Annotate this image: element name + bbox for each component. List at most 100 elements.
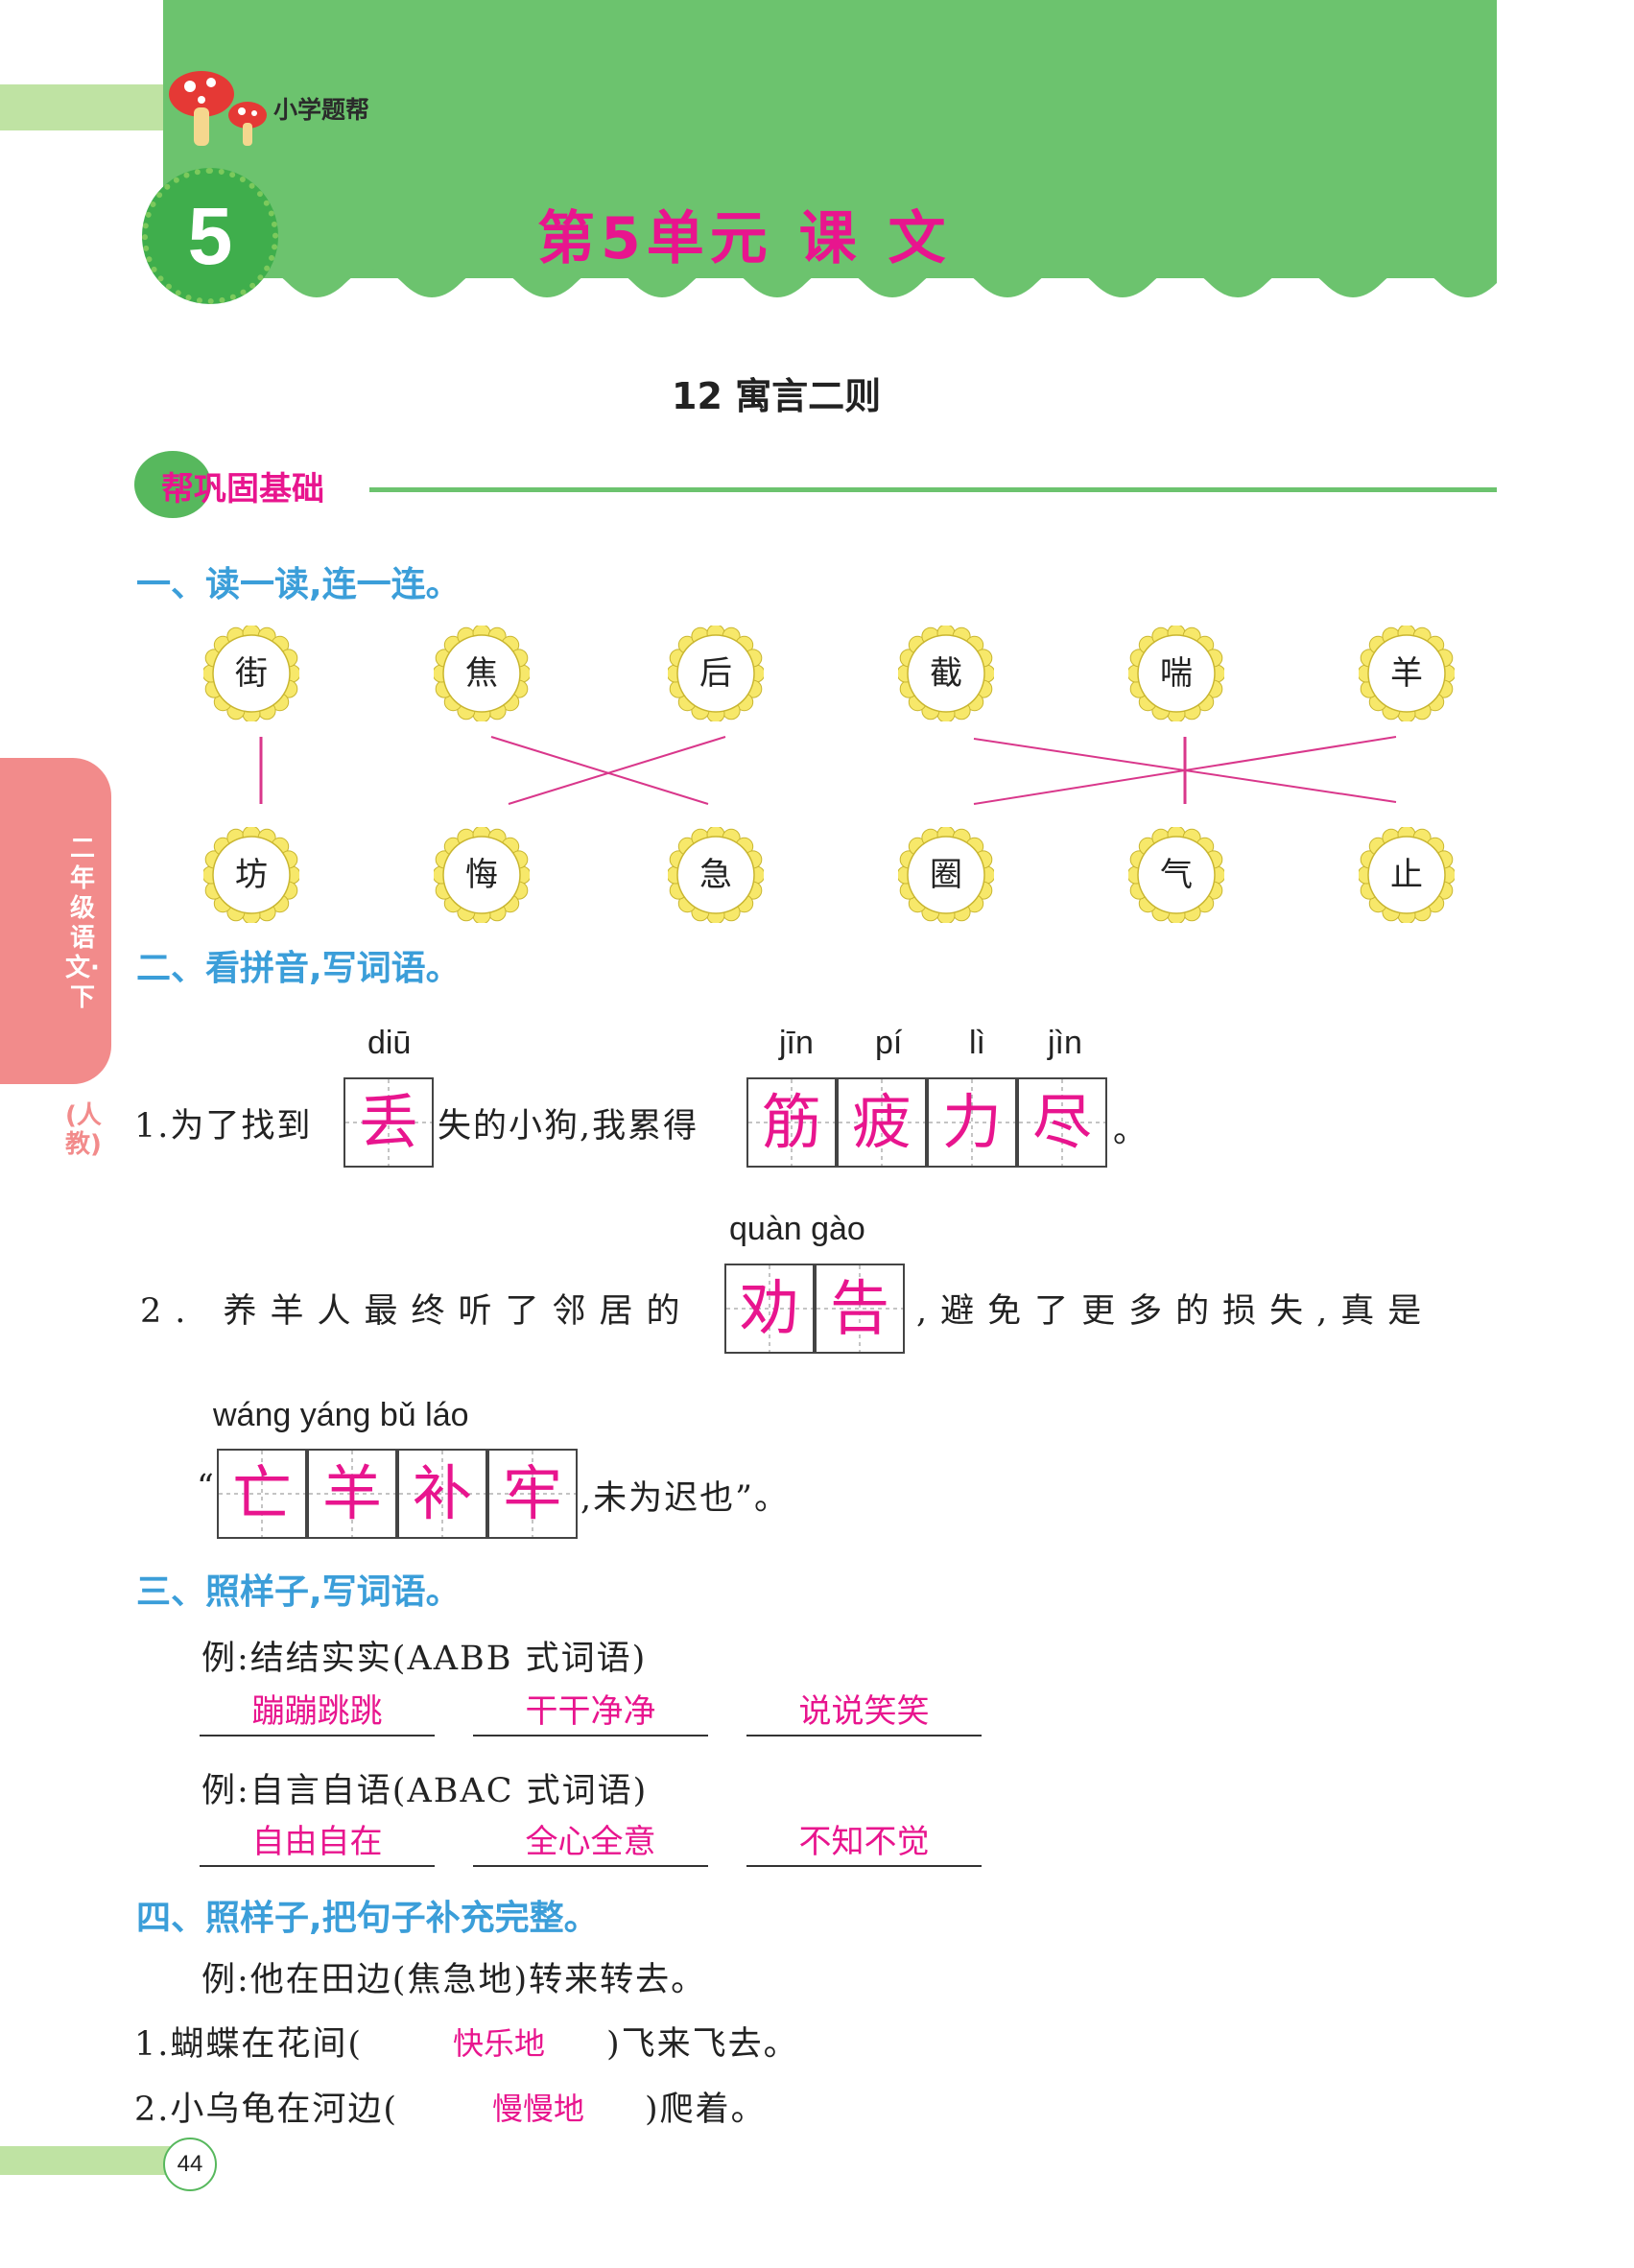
pinyin-wangyangbulao: wáng yáng bǔ láo	[213, 1397, 469, 1433]
flower-top[interactable]: 焦	[434, 626, 530, 721]
mushroom-icon	[169, 71, 267, 146]
pinyin-syllable: jìn	[1048, 1025, 1082, 1061]
guide-lines	[748, 1079, 835, 1166]
unit-badge	[142, 168, 278, 304]
q4-item1-suffix: )飞来飞去。	[606, 2025, 799, 2064]
flower-character: 悔	[465, 856, 498, 894]
written-character: 告	[829, 1273, 889, 1343]
header-band	[163, 0, 1497, 278]
flower-frame-icon	[203, 827, 299, 923]
flower-frame-icon	[898, 626, 994, 721]
flower-character: 坊	[235, 856, 268, 894]
written-character: 尽	[1031, 1087, 1092, 1157]
flower-top[interactable]: 街	[203, 626, 299, 721]
writing-cell[interactable]: 力	[927, 1077, 1017, 1168]
brand-name: 小学题帮	[273, 96, 370, 124]
q4-item2-suffix: )爬着。	[645, 2091, 767, 2129]
page-number: 44	[163, 2138, 217, 2191]
side-tab-label: 二年级语文·下	[65, 835, 100, 1012]
pinyin-syllable: jīn	[779, 1025, 814, 1061]
q2-item1-middle: 失的小狗,我累得	[438, 1107, 699, 1146]
q4-item1-answer[interactable]: 快乐地	[453, 2025, 546, 2062]
flower-character: 急	[699, 856, 732, 894]
flower-bottom[interactable]: 急	[668, 827, 764, 923]
flower-top[interactable]: 截	[898, 626, 994, 721]
flower-character: 截	[930, 654, 962, 693]
flower-frame-icon	[668, 827, 764, 923]
q2-item1-prefix: 1.为了找到	[134, 1107, 313, 1146]
written-character: 补	[412, 1458, 472, 1528]
q2-item1-suffix: 。	[1113, 1112, 1149, 1150]
flower-bottom[interactable]: 圈	[898, 827, 994, 923]
q3-answer[interactable]: 全心全意	[473, 1819, 708, 1867]
flower-character: 羊	[1390, 654, 1423, 693]
writing-cell[interactable]: 尽	[1017, 1077, 1107, 1168]
q3-example1: 例:结结实实(AABB 式词语)	[201, 1640, 648, 1678]
guide-lines	[399, 1451, 485, 1537]
q4-item2-answer[interactable]: 慢慢地	[492, 2091, 585, 2127]
q3-answer[interactable]: 不知不觉	[746, 1819, 982, 1867]
pinyin-diu: diū	[367, 1025, 412, 1061]
writing-cell[interactable]: 筋	[746, 1077, 837, 1168]
matching-lines	[259, 736, 1397, 805]
q3-answer[interactable]: 干干净净	[473, 1689, 708, 1736]
flower-bottom[interactable]: 气	[1128, 827, 1224, 923]
flower-character: 止	[1390, 856, 1423, 894]
written-character: 丢	[358, 1087, 418, 1157]
flower-frame-icon	[1128, 626, 1224, 721]
banner-line	[369, 487, 1497, 492]
flower-frame-icon	[668, 626, 764, 721]
flower-character: 喘	[1160, 654, 1193, 693]
pinyin-syllable: lì	[969, 1025, 985, 1061]
flower-frame-icon	[203, 626, 299, 721]
guide-lines	[489, 1451, 576, 1537]
guide-lines	[345, 1079, 432, 1166]
written-character: 牢	[502, 1458, 562, 1528]
q2-item2-end: ,未为迟也”。	[580, 1479, 791, 1518]
footer-strip	[0, 2146, 173, 2175]
flower-top[interactable]: 后	[668, 626, 764, 721]
written-character: 羊	[321, 1458, 382, 1528]
flower-frame-icon	[898, 827, 994, 923]
writing-cell[interactable]: 亡	[217, 1449, 307, 1539]
side-tab-edition: (人教)	[65, 1101, 102, 1159]
written-character: 疲	[851, 1087, 912, 1157]
flower-bottom[interactable]: 坊	[203, 827, 299, 923]
writing-cell[interactable]: 丢	[343, 1077, 434, 1168]
flower-character: 焦	[465, 654, 498, 693]
writing-cell[interactable]: 告	[815, 1264, 905, 1354]
flower-bottom[interactable]: 悔	[434, 827, 530, 923]
q3-answer[interactable]: 说说笑笑	[746, 1689, 982, 1736]
flower-frame-icon	[434, 626, 530, 721]
q2-item2-suffix: ,避免了更多的损失,真是	[916, 1292, 1435, 1331]
writing-cell[interactable]: 羊	[307, 1449, 397, 1539]
writing-cell[interactable]: 补	[397, 1449, 487, 1539]
q4-heading: 四、照样子,把句子补充完整。	[136, 1899, 599, 1938]
side-tab	[0, 758, 111, 1084]
unit-number: 5	[187, 191, 233, 281]
guide-lines	[817, 1265, 903, 1352]
guide-lines	[726, 1265, 813, 1352]
q4-item1-prefix: 1.蝴蝶在花间(	[134, 2025, 364, 2064]
flower-bottom[interactable]: 止	[1359, 827, 1455, 923]
q3-answer[interactable]: 自由自在	[200, 1819, 435, 1867]
q4-example: 例:他在田边(焦急地)转来转去。	[201, 1961, 707, 1999]
written-character: 力	[941, 1087, 1002, 1157]
open-quote: “	[197, 1468, 216, 1506]
flower-top[interactable]: 喘	[1128, 626, 1224, 721]
flower-character: 后	[699, 654, 732, 693]
writing-cell[interactable]: 劝	[724, 1264, 815, 1354]
q3-example2: 例:自言自语(ABAC 式词语)	[201, 1772, 649, 1810]
writing-cell[interactable]: 疲	[837, 1077, 927, 1168]
q2-heading: 二、看拼音,写词语。	[136, 949, 461, 988]
q2-item2-prefix: 2. 养羊人最终听了邻居的	[140, 1292, 694, 1331]
q3-answer[interactable]: 蹦蹦跳跳	[200, 1689, 435, 1736]
banner-circle	[134, 451, 211, 518]
flower-top[interactable]: 羊	[1359, 626, 1455, 721]
pinyin-quangao: quàn gào	[729, 1211, 865, 1247]
written-character: 劝	[739, 1273, 799, 1343]
unit-title: 第5单元 课 文	[537, 205, 952, 272]
lesson-title: 12 寓言二则	[672, 375, 882, 417]
writing-cell[interactable]: 牢	[487, 1449, 578, 1539]
guide-lines	[839, 1079, 925, 1166]
